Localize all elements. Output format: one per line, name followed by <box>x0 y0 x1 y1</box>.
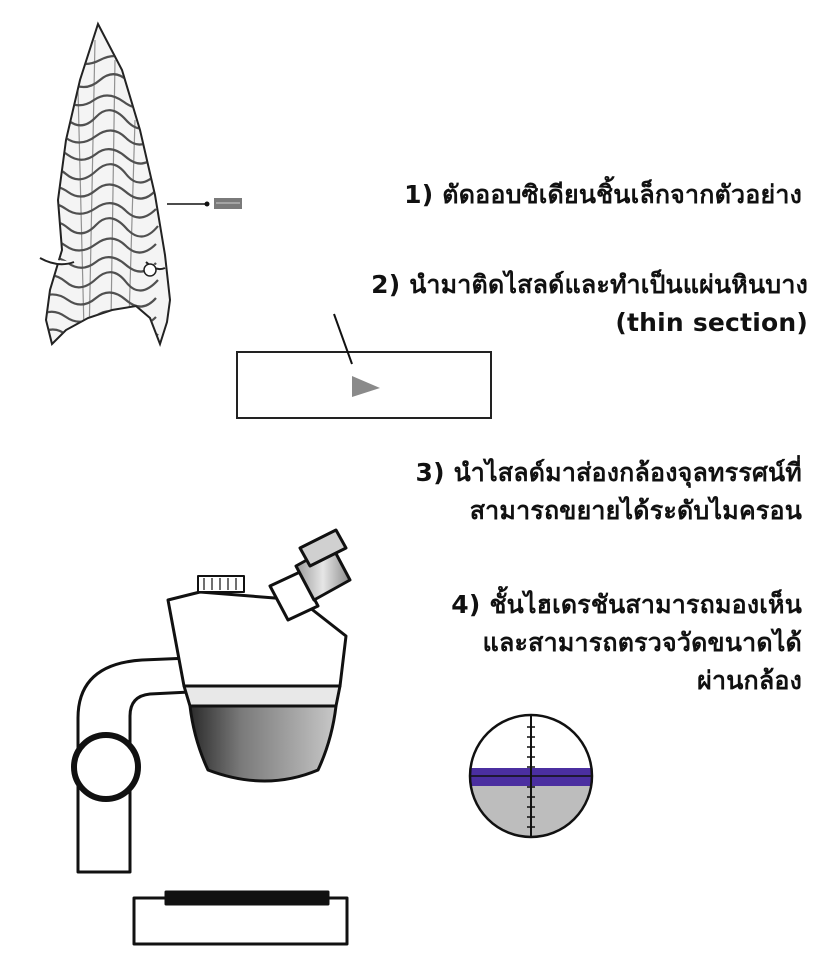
step-number: 2) <box>371 270 401 299</box>
step-1-caption: 1) ตัดออบซิเดียนชิ้นเล็กจากตัวอย่าง <box>404 176 802 214</box>
step-number: 4) <box>451 590 481 619</box>
step-text: (thin section) <box>615 308 808 337</box>
step-text: นำไสลด์มาส่องกล้องจุลทรรศน์ที่ <box>453 458 802 487</box>
obsidian-arrowhead-icon <box>39 21 242 348</box>
microscope-view-icon <box>468 713 594 839</box>
step-text: สามารถขยายได้ระดับไมครอน <box>469 496 802 525</box>
step-text: ชั้นไฮเดรชันสามารถมองเห็น <box>489 590 802 619</box>
step-text: ตัดออบซิเดียนชิ้นเล็กจากตัวอย่าง <box>442 180 802 209</box>
slide-icon <box>236 313 492 419</box>
microscope-icon <box>71 528 352 946</box>
step-2-caption: 2) นำมาติดไสลด์และทำเป็นแผ่นหินบาง (thin… <box>371 266 808 342</box>
step-text: ผ่านกล้อง <box>697 666 802 695</box>
step-3-caption: 3) นำไสลด์มาส่องกล้องจุลทรรศน์ที่ สามารถ… <box>416 454 802 530</box>
step-4-caption: 4) ชั้นไฮเดรชันสามารถมองเห็น และสามารถตร… <box>451 586 802 700</box>
step-number: 1) <box>404 180 434 209</box>
step-number: 3) <box>415 458 445 487</box>
step-text: นำมาติดไสลด์และทำเป็นแผ่นหินบาง <box>409 270 808 299</box>
step-text: และสามารถตรวจวัดขนาดได้ <box>482 628 802 657</box>
